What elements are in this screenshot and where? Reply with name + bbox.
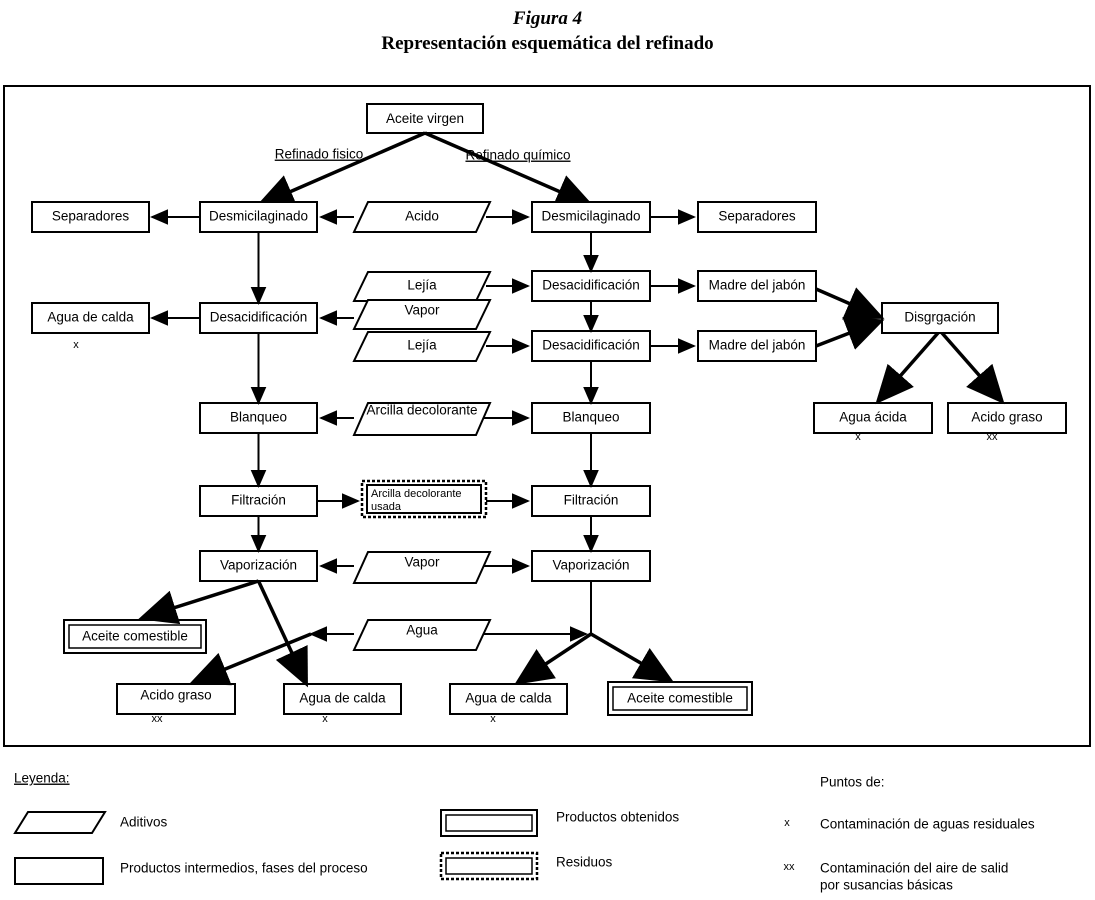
product-aceite-comestible-left-inner [68,624,202,649]
legend-shape-rectangle [14,857,104,885]
product-aceite-comestible-right-label: Aceite comestible [627,691,733,706]
pollution-mark-air-1: xx [987,431,999,443]
node-left-separadores-label: Separadores [52,209,130,224]
legend-shape-dotted-rectangle-inner [445,857,533,875]
legend-label-productos-intermedios: Productos intermedios, fases del proceso [120,861,368,876]
node-aceite-virgen-label: Aceite virgen [386,111,464,126]
edge-right-aceite-comestible [590,632,675,683]
legend-point-label-water: Contaminación de aguas residuales [820,817,1035,832]
legend-shape-parallelogram [13,811,107,834]
residue-arcilla-usada-inner [366,484,482,514]
additive-arcilla-decolorante [352,402,492,436]
node-left-separadores [31,201,150,233]
node-right-blanqueo [531,402,651,434]
pollution-mark-water-1: x [73,339,79,351]
node-left-blanqueo-label: Blanqueo [230,410,287,425]
node-aceite-virgen [366,103,484,134]
node-madre-del-jabon-2-label: Madre del jabón [709,338,806,353]
edge-madre1-disgrgacion [815,287,885,320]
node-right-desmicilaginado-label: Desmicilaginado [541,209,640,224]
legend-points-heading: Puntos de: [820,775,885,790]
node-left-agua-de-calda-label: Agua de calda [47,310,134,325]
legend-point-label-air-line2: por susancias básicas [820,878,953,893]
additive-agua-label: Agua [406,623,438,638]
pollution-mark-water-3: x [322,713,328,725]
additive-vapor-1-label: Vapor [404,303,440,318]
node-agua-acida-label: Agua ácida [839,410,907,425]
node-left-filtracion-label: Filtración [231,493,286,508]
node-right-separadores-label: Separadores [718,209,796,224]
node-madre-del-jabon-1 [697,270,817,302]
node-right-desacidificacion-2-label: Desacidificación [542,338,640,353]
additive-arcilla-decolorante-label: Arcilla decolorante [366,403,477,418]
branch-label-left: Refinado fisico [275,147,364,162]
legend-point-mark-air: xx [784,861,796,873]
node-right-desacidificacion-1-label: Desacidificación [542,278,640,293]
edge-junction-acido-graso [189,632,312,686]
product-agua-de-calda-1-label: Agua de calda [299,691,386,706]
product-acido-graso-bottom-label: Acido graso [140,688,211,703]
edge-disgrgacion-agua-acida [875,331,940,405]
legend-shape-double-rectangle-inner [445,814,533,832]
legend-label-residuos: Residuos [556,855,613,870]
node-acido-graso-right [947,402,1067,434]
pollution-mark-water-4: x [490,713,496,725]
edge-vaporizacion-left-agua [256,580,308,688]
figure-number: Figura 4 [512,8,583,29]
pollution-mark-air-2: xx [152,713,164,725]
node-left-agua-de-calda [31,302,150,334]
page-title: Representación esquemática del refinado [381,33,714,54]
node-right-vaporizacion-label: Vaporización [552,558,629,573]
node-right-blanqueo-label: Blanqueo [562,410,619,425]
node-right-separadores [697,201,817,233]
product-agua-de-calda-2 [449,683,568,715]
node-left-desmicilaginado [199,201,318,233]
node-left-desmicilaginado-label: Desmicilaginado [209,209,308,224]
additive-lejia-2 [352,331,492,362]
pollution-mark-water-2: x [855,431,861,443]
diagram-frame [3,85,1091,747]
edge-source-to-right [424,131,595,208]
legend-label-aditivos: Aditivos [120,815,168,830]
additive-lejia-2-label: Lejía [407,338,437,353]
node-madre-del-jabon-1-label: Madre del jabón [709,278,806,293]
additive-lejia-1-label: Lejía [407,278,437,293]
node-disgrgacion-label: Disgrgación [904,310,975,325]
additive-vapor-1 [352,299,492,330]
product-aceite-comestible-left-label: Aceite comestible [82,629,188,644]
node-left-desacidificacion-label: Desacidificación [210,310,308,325]
edge-vaporizacion-left-aceite [138,579,260,625]
product-acido-graso-bottom [116,683,236,715]
product-agua-de-calda-1 [283,683,402,715]
legend-heading: Leyenda: [14,771,70,786]
residue-arcilla-usada-label-2: usada [371,501,402,513]
legend-label-productos-obtenidos: Productos obtenidos [556,810,679,825]
legend-point-mark-water: x [784,817,790,829]
node-right-filtracion-label: Filtración [564,493,619,508]
product-aceite-comestible-right-inner [612,686,748,711]
edge-madre2-disgrgacion [815,317,885,350]
product-agua-de-calda-2-label: Agua de calda [465,691,552,706]
node-right-filtracion [531,485,651,517]
residue-arcilla-usada-label-1: Arcilla decolorante [371,488,462,500]
edge-source-to-left [255,131,426,208]
additive-vapor-2-label: Vapor [404,555,440,570]
additive-acido [352,201,492,233]
additive-acido-label: Acido [405,209,439,224]
branch-label-right: Refinado químico [465,148,570,163]
legend-point-label-air: Contaminación del aire de salid [820,861,1008,876]
node-left-vaporizacion-label: Vaporización [220,558,297,573]
edge-disgrgacion-acido-graso [940,331,1005,405]
node-agua-acida [813,402,933,434]
additive-agua [352,619,492,651]
node-acido-graso-right-label: Acido graso [971,410,1042,425]
edge-right-agua-de-calda [514,632,592,685]
additive-vapor-2 [352,551,492,584]
